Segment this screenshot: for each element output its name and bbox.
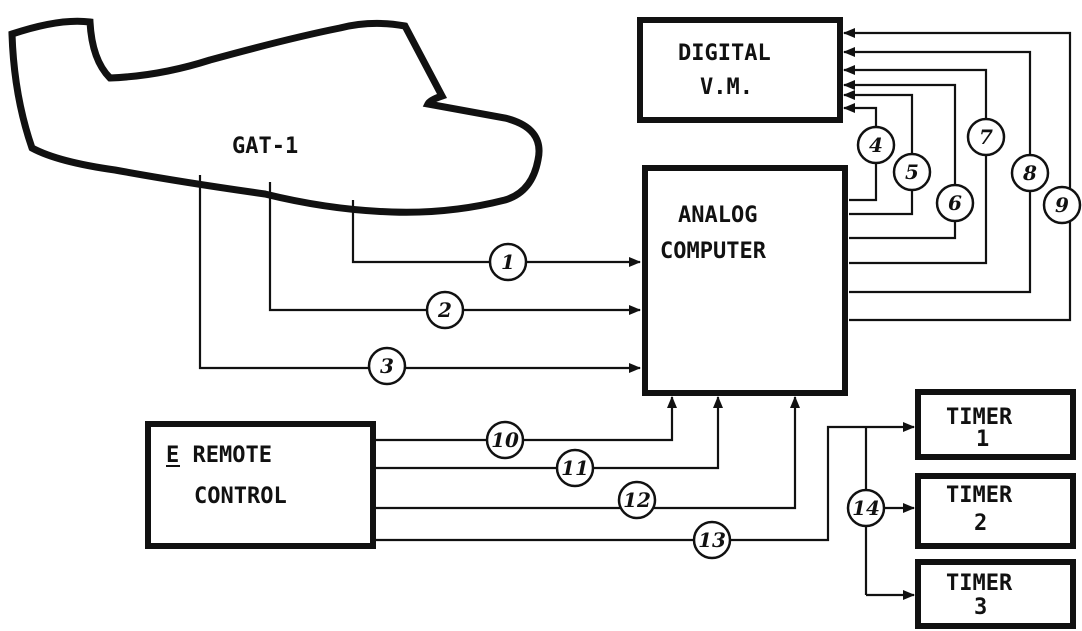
signal-6-label: 6 xyxy=(937,185,973,221)
digital-vm-box xyxy=(640,20,840,120)
analog-computer-box xyxy=(645,168,845,393)
signal-13-text: 13 xyxy=(698,528,726,552)
signal-11-label: 11 xyxy=(557,450,593,486)
signal-7-label: 7 xyxy=(968,119,1004,155)
signal-9-label: 9 xyxy=(1044,187,1080,223)
signal-2-label: 2 xyxy=(427,292,463,328)
timer-1-label-2: 1 xyxy=(976,427,989,452)
wire-signal-11 xyxy=(376,397,718,468)
wire-signal-10 xyxy=(376,397,672,440)
signal-2-text: 2 xyxy=(437,298,452,322)
signal-13-label: 13 xyxy=(694,522,730,558)
digital-vm-label-1: DIGITAL xyxy=(678,41,771,66)
timer-2-label-2: 2 xyxy=(974,511,987,536)
signal-9-text: 9 xyxy=(1055,193,1069,217)
digital-vm-label-2: V.M. xyxy=(700,75,753,100)
signal-4-label: 4 xyxy=(858,127,894,163)
signal-10-text: 10 xyxy=(491,428,519,452)
signal-14-label: 14 xyxy=(848,490,884,526)
timer-3-block: TIMER 3 xyxy=(918,562,1073,626)
timer-3-label-1: TIMER xyxy=(946,571,1013,596)
timer-1-block: TIMER 1 xyxy=(918,392,1073,457)
gat-1-outline xyxy=(12,21,539,212)
digital-vm-block: DIGITAL V.M. xyxy=(640,20,840,120)
wire-signal-3 xyxy=(200,175,640,368)
signal-5-label: 5 xyxy=(894,154,930,190)
signal-11-text: 11 xyxy=(561,456,589,480)
signal-3-label: 3 xyxy=(369,348,405,384)
signal-8-label: 8 xyxy=(1012,155,1048,191)
signal-12-label: 12 xyxy=(619,482,655,518)
signal-4-text: 4 xyxy=(869,133,883,157)
gat-1-label: GAT-1 xyxy=(232,134,298,159)
signal-6-text: 6 xyxy=(948,191,962,215)
signal-10-label: 10 xyxy=(487,422,523,458)
signal-5-text: 5 xyxy=(905,160,919,184)
wire-signal-8 xyxy=(844,52,1030,292)
gat-to-analog-wires xyxy=(200,175,640,368)
signal-7-text: 7 xyxy=(979,125,993,149)
signal-14-text: 14 xyxy=(852,496,880,520)
signal-12-text: 12 xyxy=(623,488,651,512)
signal-1-text: 1 xyxy=(501,250,515,274)
timer-2-block: TIMER 2 xyxy=(918,476,1073,546)
signal-1-label: 1 xyxy=(490,244,526,280)
remote-control-label-2: CONTROL xyxy=(194,484,287,509)
wire-signal-13 xyxy=(376,427,866,540)
timer-2-label-1: TIMER xyxy=(946,483,1013,508)
remote-control-label-1: E REMOTE xyxy=(166,443,272,468)
analog-computer-label-2: COMPUTER xyxy=(660,239,767,264)
analog-computer-label-1: ANALOG xyxy=(678,203,757,228)
timer-3-label-2: 3 xyxy=(974,595,987,620)
signal-3-text: 3 xyxy=(380,354,394,378)
signal-8-text: 8 xyxy=(1022,161,1037,185)
analog-computer-block: ANALOG COMPUTER xyxy=(645,168,845,393)
remote-control-block: E REMOTE CONTROL xyxy=(148,424,373,546)
gat-1-block: GAT-1 xyxy=(12,21,539,212)
wire-signal-2 xyxy=(270,182,640,310)
